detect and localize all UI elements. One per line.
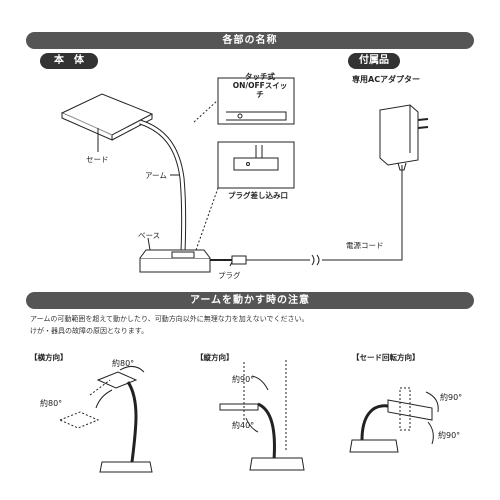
lamp-shade-drawing — [60, 93, 154, 141]
shade-rotation-angle-down: 約90° — [438, 431, 461, 440]
caution-note-line1: アームの可動範囲を超えて動かしたり、可動方向以外に無理な力を加えないでください。 — [30, 315, 309, 323]
section-title: アームを動かす時の注意 — [189, 295, 311, 306]
label-ac-adapter: 専用ACアダプター — [352, 75, 421, 84]
body-section-label: 本 体 — [54, 55, 84, 66]
caution-note-line2: けが・器具の故障の原因となります。 — [30, 327, 149, 335]
label-plug: プラグ — [218, 271, 241, 280]
power-cord-drawing — [210, 165, 403, 266]
label-plug-port: プラグ差し込み口 — [228, 191, 288, 200]
accessory-section-label: 付属品 — [359, 55, 389, 66]
label-base: ベース — [138, 231, 161, 240]
label-arm: アーム — [145, 171, 167, 180]
label-touch-switch: タッチ式 ON/OFFスイッチ — [232, 72, 288, 99]
horizontal-direction-label: 【横方向】 — [30, 353, 68, 362]
vertical-direction-label: 【縦方向】 — [196, 353, 234, 362]
horizontal-direction-drawing — [58, 366, 153, 473]
vertical-direction-drawing — [219, 360, 305, 471]
switch-callout-box — [217, 77, 295, 125]
shade-rotation-angle-up: 約90° — [440, 393, 463, 402]
lamp-base-drawing — [139, 249, 211, 273]
shade-rotation-drawing — [349, 387, 439, 453]
accessory-section-pill: 付属品 — [348, 53, 400, 69]
ac-adapter-drawing — [379, 104, 429, 171]
section-banner-part-names: 各部の名称 — [26, 32, 474, 49]
label-power-cord: 電源コード — [346, 241, 384, 250]
section-banner-arm-caution: アームを動かす時の注意 — [26, 292, 474, 309]
lamp-arm-drawing — [139, 119, 187, 253]
horizontal-angle-right: 約80° — [112, 359, 135, 368]
label-shade: セード — [86, 155, 109, 164]
section-title: 各部の名称 — [222, 35, 278, 46]
vertical-angle-up: 約90° — [232, 375, 255, 384]
shade-rotation-label: 【セード回転方向】 — [352, 353, 420, 362]
vertical-angle-down: 約40° — [232, 421, 255, 430]
horizontal-angle-left: 約80° — [40, 399, 63, 408]
body-section-pill: 本 体 — [40, 53, 98, 69]
